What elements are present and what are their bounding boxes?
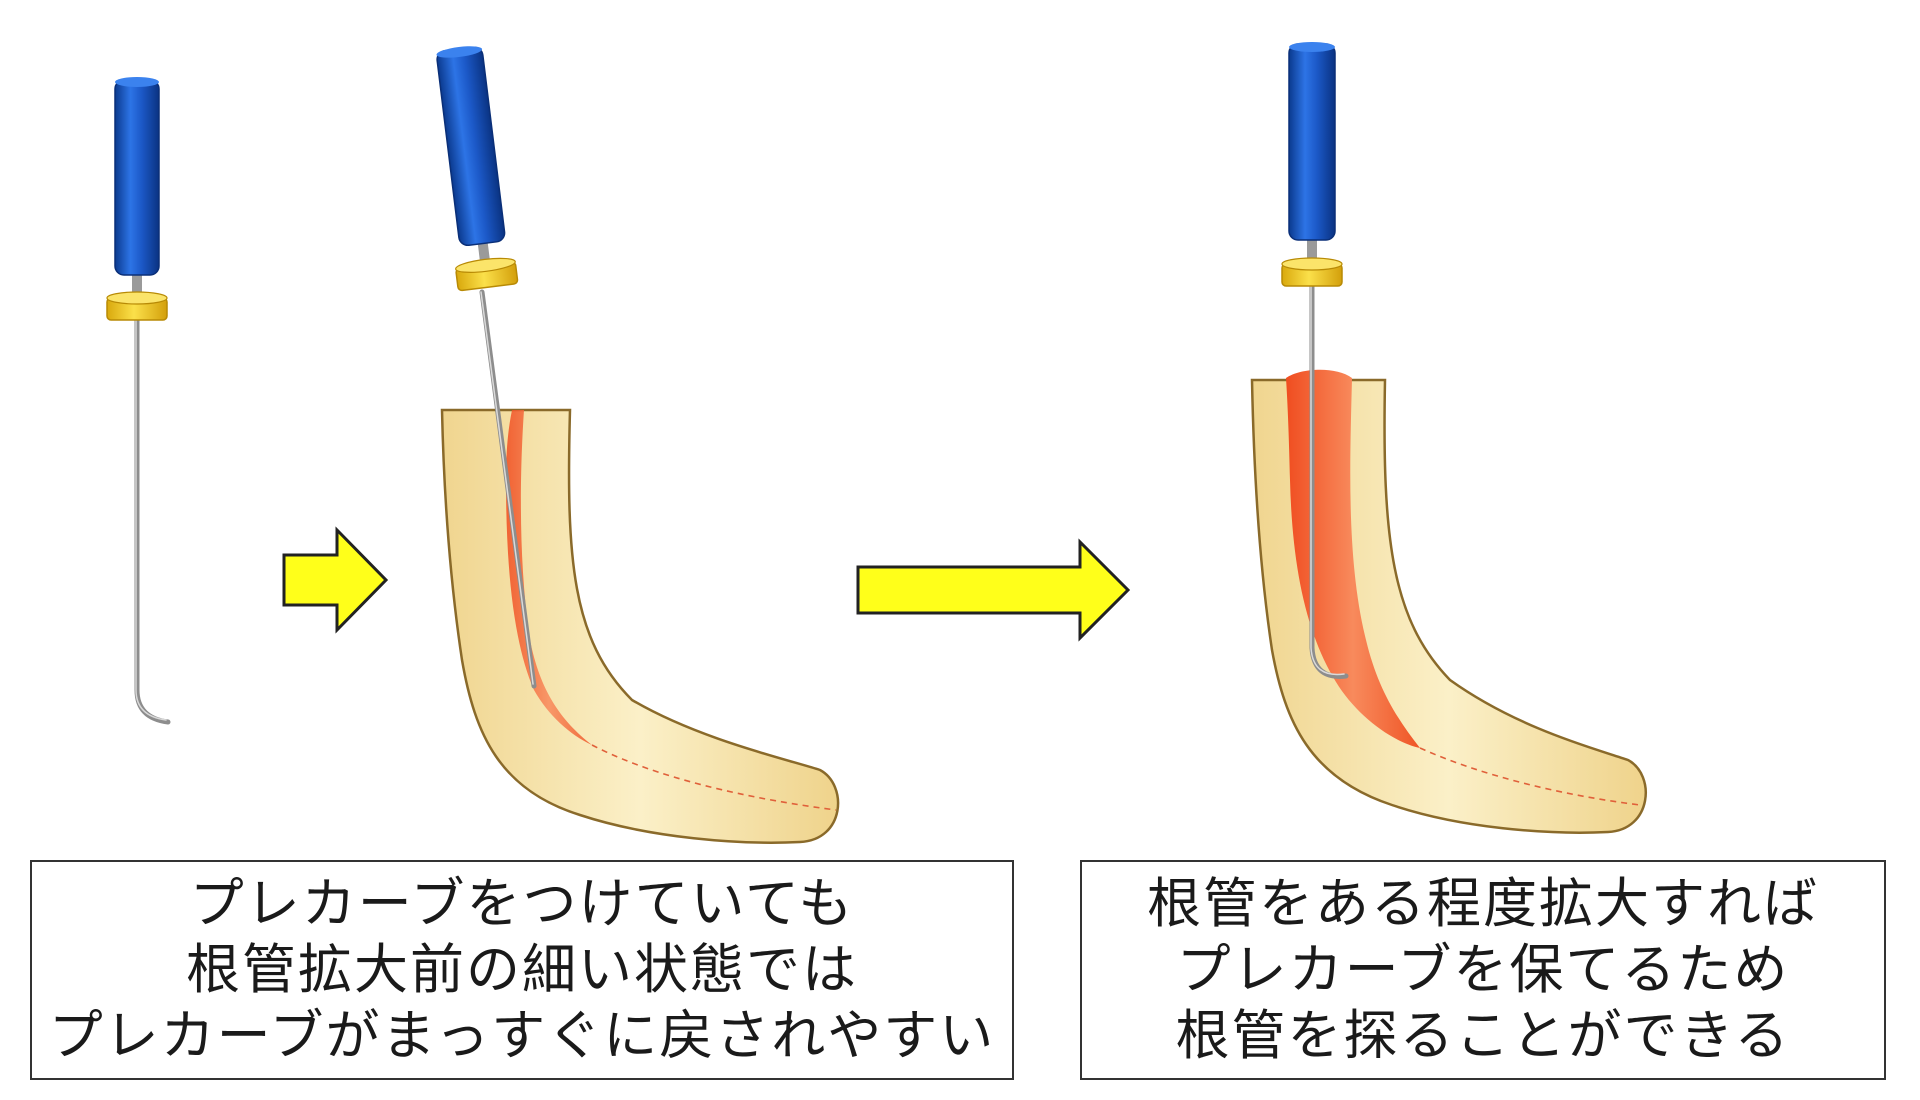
root-after-enlargement (1250, 42, 1647, 834)
caption-left-line-3: プレカーブがまっすぐに戻されやすい (48, 1004, 996, 1067)
caption-box-right: 根管をある程度拡大すれば プレカーブを保てるため 根管を探ることができる (1080, 860, 1886, 1080)
canal-continuation-dashed (591, 744, 837, 811)
file-shaft-highlight (1310, 281, 1345, 676)
rubber-stopper (106, 291, 168, 321)
file-shaft (134, 309, 171, 725)
arrow-right-small (282, 526, 389, 634)
arrow-right-long (856, 538, 1131, 642)
file-shaft-highlight (135, 311, 167, 721)
root-dentin (1250, 378, 1647, 834)
caption-right-line-1: 根管をある程度拡大すれば (1147, 872, 1819, 935)
caption-left-line-1: プレカーブをつけていても (189, 872, 855, 935)
file-handle (1288, 42, 1336, 241)
rubber-stopper (455, 257, 519, 292)
caption-left-line-2: 根管拡大前の細い状態では (186, 938, 858, 1001)
root-canal-enlarged (1286, 369, 1420, 748)
root-before-enlargement (440, 289, 840, 844)
root-canal (506, 410, 592, 745)
file-neck (132, 272, 142, 302)
file-handle (114, 77, 160, 276)
precurved-file-standalone (106, 77, 171, 725)
file-shaft (479, 289, 537, 689)
caption-right-line-3: 根管を探ることができる (1175, 1004, 1791, 1067)
file-shaft-highlight (480, 291, 534, 685)
file-handle (436, 46, 506, 247)
file-neck (1307, 240, 1317, 268)
caption-box-left: プレカーブをつけていても 根管拡大前の細い状態では プレカーブがまっすぐに戻され… (30, 860, 1014, 1080)
tilted-file (436, 46, 519, 292)
rubber-stopper (1281, 257, 1343, 287)
canal-continuation-dashed (1419, 747, 1641, 806)
caption-right-line-2: プレカーブを保てるため (1176, 938, 1790, 1001)
root-dentin (440, 408, 840, 844)
